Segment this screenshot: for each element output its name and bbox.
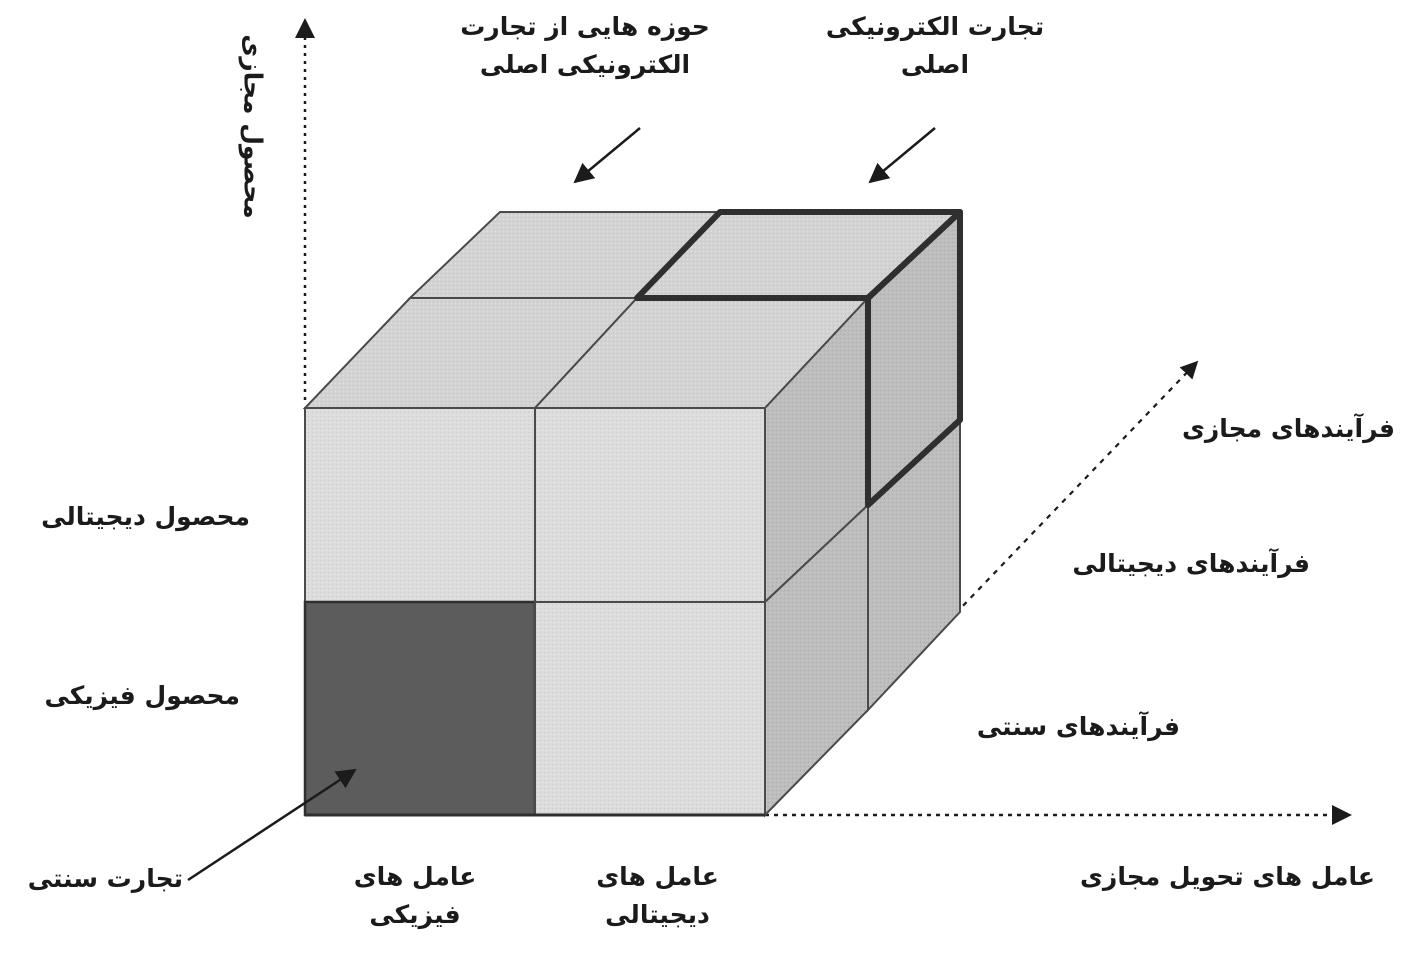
physical-product-label: محصول فیزیکی bbox=[44, 681, 240, 710]
arrow-to-core-ecommerce bbox=[868, 127, 936, 184]
front-cell-traditional-commerce bbox=[303, 600, 537, 817]
digital-agents-line2: دیجیتالی bbox=[605, 899, 710, 929]
partial-ecommerce-label: حوزه هایی از تجارت الکترونیکی اصلی bbox=[440, 8, 730, 83]
virtual-processes-label: فرآیندهای مجازی bbox=[1181, 414, 1395, 443]
core-ecommerce-label: تجارت الکترونیکی اصلی bbox=[800, 8, 1070, 83]
digital-processes-label: فرآیندهای دیجیتالی bbox=[1072, 549, 1310, 578]
physical-agents-line2: فیزیکی bbox=[369, 899, 461, 929]
y-axis-label: محصول مجازی bbox=[238, 34, 268, 219]
digital-agents-line1: عامل های bbox=[596, 862, 719, 891]
arrow-to-traditional-commerce bbox=[187, 768, 357, 882]
digital-product-label: محصول دیجیتالی bbox=[41, 502, 250, 531]
front-cell-digital-physical-agents bbox=[304, 407, 536, 603]
digital-agents-label: عامل های دیجیتالی bbox=[575, 858, 740, 933]
physical-agents-line1: عامل های bbox=[353, 862, 477, 891]
arrow-to-partial-ecommerce bbox=[573, 127, 641, 184]
front-cell-digital-digital-agents bbox=[534, 407, 766, 603]
core-ecommerce-line2: اصلی bbox=[900, 49, 970, 79]
core-ecommerce-line1: تجارت الکترونیکی bbox=[825, 12, 1045, 41]
traditional-processes-label: فرآیندهای سنتی bbox=[976, 712, 1180, 741]
core-ecommerce-highlight-side bbox=[865, 209, 963, 508]
front-cell-physical-digital-agents bbox=[534, 601, 766, 816]
traditional-commerce-label: تجارت سنتی bbox=[27, 864, 183, 893]
physical-agents-label: عامل های فیزیکی bbox=[335, 858, 495, 933]
x-axis-label: عامل های تحویل مجازی bbox=[1080, 862, 1375, 891]
partial-ecommerce-line2: الکترونیکی اصلی bbox=[479, 49, 691, 79]
partial-ecommerce-line1: حوزه هایی از تجارت bbox=[460, 12, 710, 41]
